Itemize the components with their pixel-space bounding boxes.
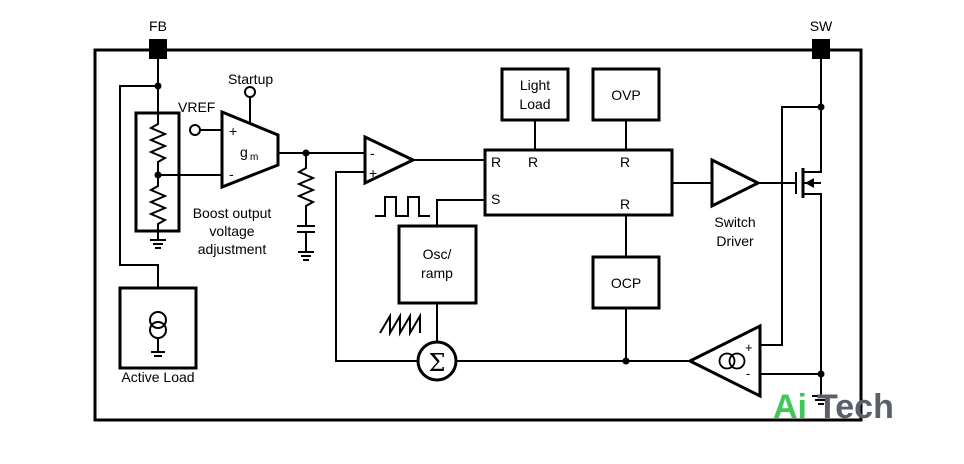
latch-s: S	[491, 191, 500, 207]
control-latch	[483, 148, 674, 217]
fb-pin	[149, 39, 167, 59]
compensation-network	[278, 149, 365, 261]
pwm-comparator	[363, 134, 417, 186]
csa-plus: +	[745, 340, 753, 355]
fb-pin-label: FB	[149, 18, 167, 34]
boost-label-2: voltage	[209, 223, 254, 239]
ovp-label: OVP	[611, 87, 641, 103]
pulse-waveform-icon	[375, 196, 430, 217]
latch-r-3: R	[620, 154, 630, 170]
vref-terminal	[189, 124, 201, 136]
boost-label-1: Boost output	[193, 205, 272, 221]
switch-driver-label-2: Driver	[716, 233, 754, 249]
comparator-minus: -	[370, 145, 375, 161]
boost-label-3: adjustment	[198, 241, 267, 257]
vref-label: VREF	[178, 99, 215, 115]
switch-driver	[710, 157, 762, 209]
watermark-tech: Tech	[817, 388, 894, 426]
switch-driver-label-1: Switch	[714, 214, 755, 230]
gm-label: g	[240, 144, 248, 160]
watermark-ai: Ai	[773, 388, 807, 426]
comparator-plus: +	[369, 165, 377, 181]
gm-plus: +	[229, 123, 237, 139]
chip-outline	[93, 48, 863, 422]
gm-minus: -	[229, 166, 234, 182]
osc-label-1: Osc/	[423, 246, 452, 262]
active-load-current-source-icon	[149, 311, 167, 357]
gm-amplifier	[220, 109, 280, 190]
csa-minus: -	[746, 366, 750, 381]
current-source-icon-b	[728, 352, 746, 370]
latch-r-1: R	[491, 154, 501, 170]
sw-pin	[812, 39, 830, 59]
fb-wiring	[119, 59, 162, 300]
startup-terminal	[244, 86, 256, 98]
csa-plus-wire	[760, 106, 821, 346]
current-sense-amplifier	[686, 323, 762, 399]
active-load-label: Active Load	[121, 369, 194, 385]
light-load-label-2: Load	[519, 96, 550, 112]
startup-label: Startup	[228, 71, 273, 87]
osc-label-2: ramp	[421, 265, 453, 281]
gm-subscript: m	[250, 152, 258, 163]
light-load-box	[500, 67, 570, 122]
latch-r-2: R	[528, 154, 538, 170]
power-mosfet	[795, 59, 830, 405]
latch-r-4: R	[620, 196, 630, 212]
sawtooth-waveform-icon	[379, 312, 421, 337]
summing-symbol: Σ	[429, 349, 446, 377]
ramp-feedback-wire	[335, 171, 418, 362]
divider-resistors	[148, 116, 222, 249]
current-source-icon-a	[718, 352, 736, 370]
light-load-label-1: Light	[520, 77, 550, 93]
sw-pin-label: SW	[810, 18, 833, 34]
osc-to-set-wire	[436, 199, 485, 226]
osc-ramp-box	[397, 224, 478, 305]
ocp-label: OCP	[611, 275, 641, 291]
